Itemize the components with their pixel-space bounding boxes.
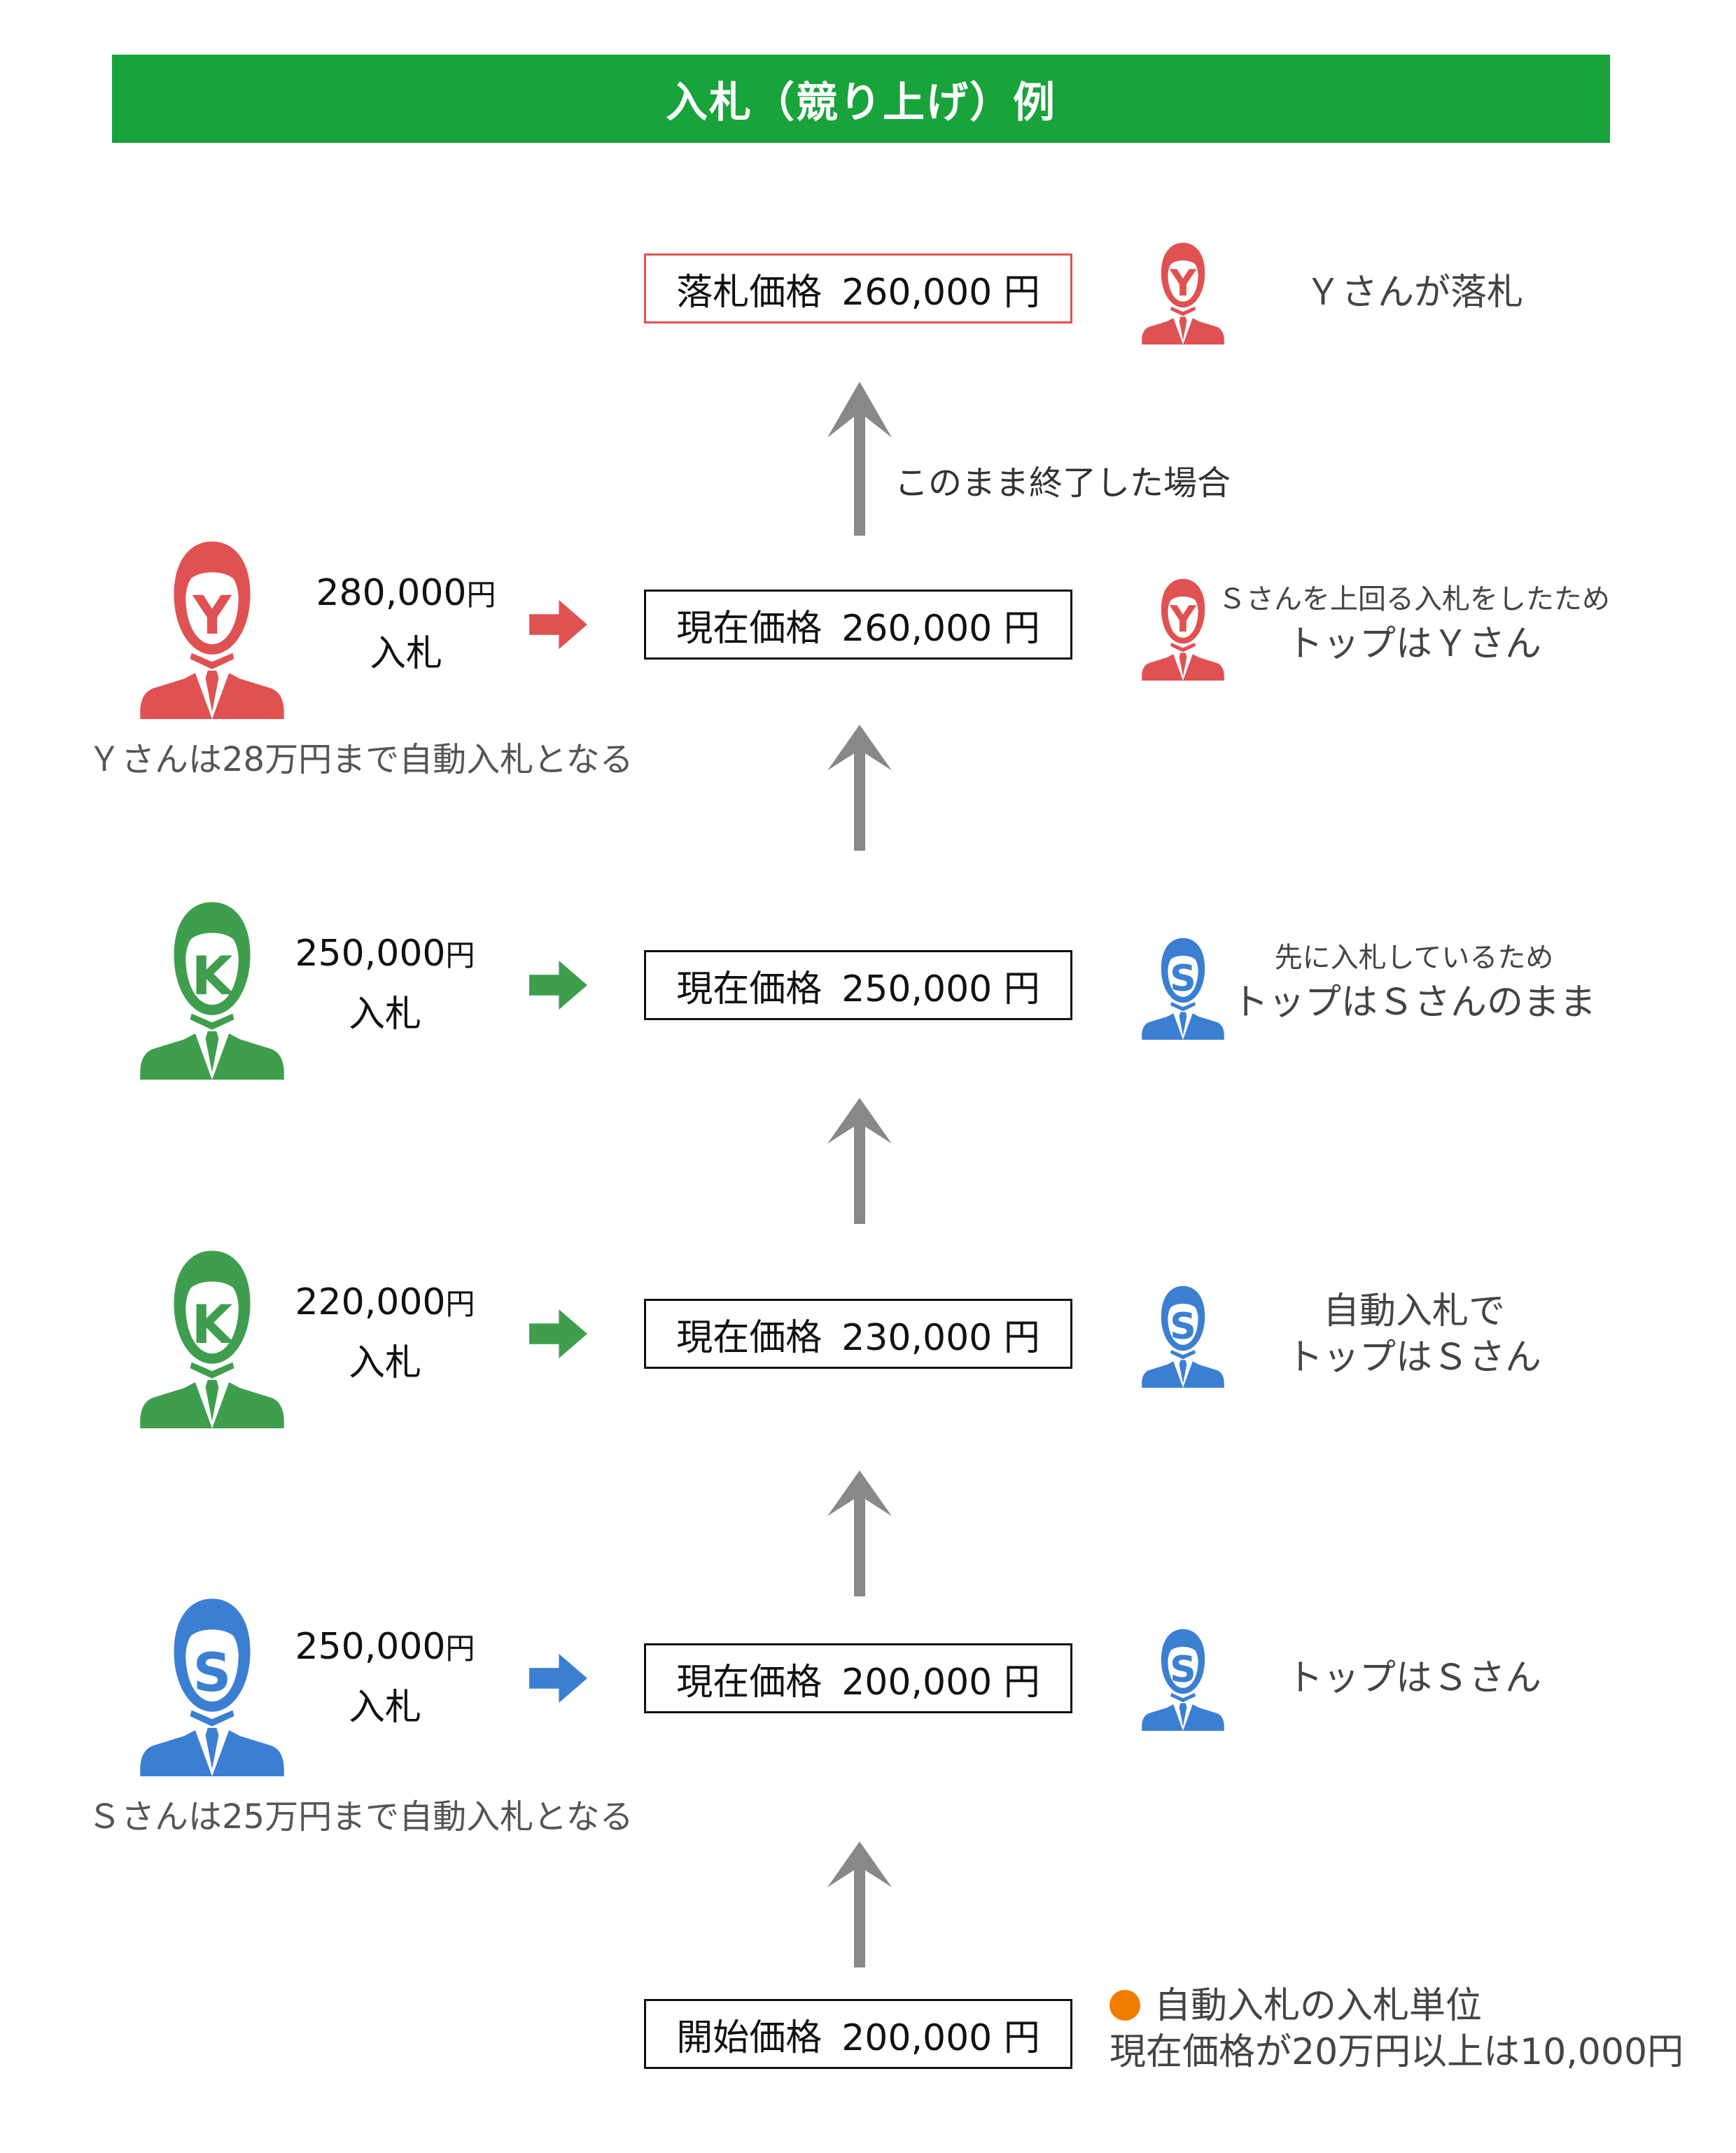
current-price-box: 現在価格 200,000 円 <box>644 1643 1072 1713</box>
current-price-label: 現在価格 <box>676 968 822 1010</box>
status-step-4: トップはＳさん <box>1218 1655 1610 1701</box>
note-s: Ｓさんは25万円まで自動入札となる <box>88 1797 634 1837</box>
title-text: 入札（競り上げ）例 <box>666 78 1056 127</box>
svg-text:Y: Y <box>192 584 232 646</box>
bid-k-amount: 220,000 <box>295 1281 446 1323</box>
final-price-label: 落札価格 <box>676 271 822 314</box>
svg-text:S: S <box>193 1641 232 1703</box>
svg-text:S: S <box>1170 1649 1196 1691</box>
status-main: トップはＹさん <box>1286 623 1541 665</box>
bullet-dot-icon <box>1110 1990 1140 2021</box>
status-step-1: Ｓさんを上回る入札をしたため トップはＹさん <box>1218 580 1610 669</box>
bid-k: 220,000円 入札 <box>280 1273 490 1393</box>
bid-s: 250,000円 入札 <box>280 1617 490 1737</box>
bid-s-unit: 円 <box>445 1631 475 1666</box>
right-arrow-icon <box>528 1654 588 1703</box>
current-price-value: 200,000 円 <box>841 1661 1040 1703</box>
bid-k-action: 入札 <box>348 994 421 1036</box>
right-arrow-icon <box>528 600 588 649</box>
current-price-box: 現在価格 260,000 円 <box>644 590 1072 660</box>
avatar-s: S <box>139 1593 286 1776</box>
current-price-box: 現在価格 230,000 円 <box>644 1299 1072 1369</box>
avatar-k: K <box>139 896 286 1080</box>
avatar-s-small: S <box>1141 935 1225 1040</box>
status-line2: トップはＳさん <box>1286 1337 1541 1379</box>
status-small: Ｓさんを上回る入札をしたため <box>1218 583 1610 615</box>
avatar-k: K <box>139 1245 286 1428</box>
avatar-y-small: Y <box>1141 239 1225 344</box>
bid-k-amount: 250,000 <box>295 933 446 975</box>
svg-text:S: S <box>1170 958 1196 1000</box>
up-arrow-icon <box>825 725 895 851</box>
bid-k-unit: 円 <box>445 1287 475 1321</box>
start-price-label: 開始価格 <box>676 2016 822 2059</box>
bid-s-amount: 250,000 <box>295 1626 446 1668</box>
note-y: Ｙさんは28万円まで自動入札となる <box>88 740 634 779</box>
avatar-s-small: S <box>1141 1283 1225 1388</box>
status-main: トップはＳさん <box>1286 1657 1541 1699</box>
bid-y-action: 入札 <box>369 633 442 675</box>
start-price-value: 200,000 円 <box>841 2016 1040 2059</box>
current-price-label: 現在価格 <box>676 1661 822 1703</box>
svg-text:Y: Y <box>1169 599 1197 641</box>
start-price-box: 開始価格 200,000 円 <box>644 1999 1072 2069</box>
final-status: Ｙさんが落札 <box>1246 270 1582 316</box>
bid-y: 280,000円 入札 <box>301 564 511 683</box>
title-banner: 入札（競り上げ）例 <box>112 55 1610 143</box>
avatar-y: Y <box>139 536 286 719</box>
up-arrow-icon <box>825 1098 895 1224</box>
current-price-value: 230,000 円 <box>841 1316 1040 1359</box>
current-price-label: 現在価格 <box>676 1316 822 1359</box>
end-note: このまま終了した場合 <box>895 464 1231 503</box>
current-price-value: 260,000 円 <box>841 607 1040 650</box>
up-arrow-icon <box>825 1841 895 1967</box>
bid-s-action: 入札 <box>348 1687 421 1729</box>
status-main: トップはＳさんのまま <box>1231 982 1596 1024</box>
status-step-2: 先に入札しているため トップはＳさんのまま <box>1218 938 1610 1028</box>
right-arrow-icon <box>528 961 588 1010</box>
avatar-s-small: S <box>1141 1626 1225 1731</box>
bid-k: 250,000円 入札 <box>280 924 490 1044</box>
up-arrow-icon <box>825 1470 895 1596</box>
final-status-text: Ｙさんが落札 <box>1304 272 1523 314</box>
legend-text: 現在価格が20万円以上は10,000円 <box>1110 2031 1684 2073</box>
bid-y-unit: 円 <box>466 578 496 612</box>
final-price-box: 落札価格 260,000 円 <box>644 253 1072 323</box>
current-price-label: 現在価格 <box>676 607 822 650</box>
status-step-3: 自動入札で トップはＳさん <box>1218 1288 1610 1381</box>
svg-text:K: K <box>192 945 235 1007</box>
final-price-value: 260,000 円 <box>841 271 1040 314</box>
current-price-value: 250,000 円 <box>841 968 1040 1010</box>
status-small: 先に入札しているため <box>1274 942 1554 974</box>
right-arrow-icon <box>528 1309 588 1358</box>
status-line1: 自動入札で <box>1322 1290 1505 1332</box>
avatar-y-small: Y <box>1141 576 1225 681</box>
svg-text:S: S <box>1170 1306 1196 1348</box>
bid-k-action: 入札 <box>348 1342 421 1384</box>
current-price-box: 現在価格 250,000 円 <box>644 950 1072 1020</box>
bid-k-unit: 円 <box>445 938 475 973</box>
legend: 自動入札の入札単位 現在価格が20万円以上は10,000円 <box>1110 1983 1684 2075</box>
up-arrow-icon <box>825 382 895 536</box>
svg-text:K: K <box>192 1293 235 1356</box>
svg-text:Y: Y <box>1169 263 1197 305</box>
bid-y-amount: 280,000 <box>316 572 467 614</box>
legend-title: 自動入札の入札単位 <box>1154 1985 1483 2027</box>
